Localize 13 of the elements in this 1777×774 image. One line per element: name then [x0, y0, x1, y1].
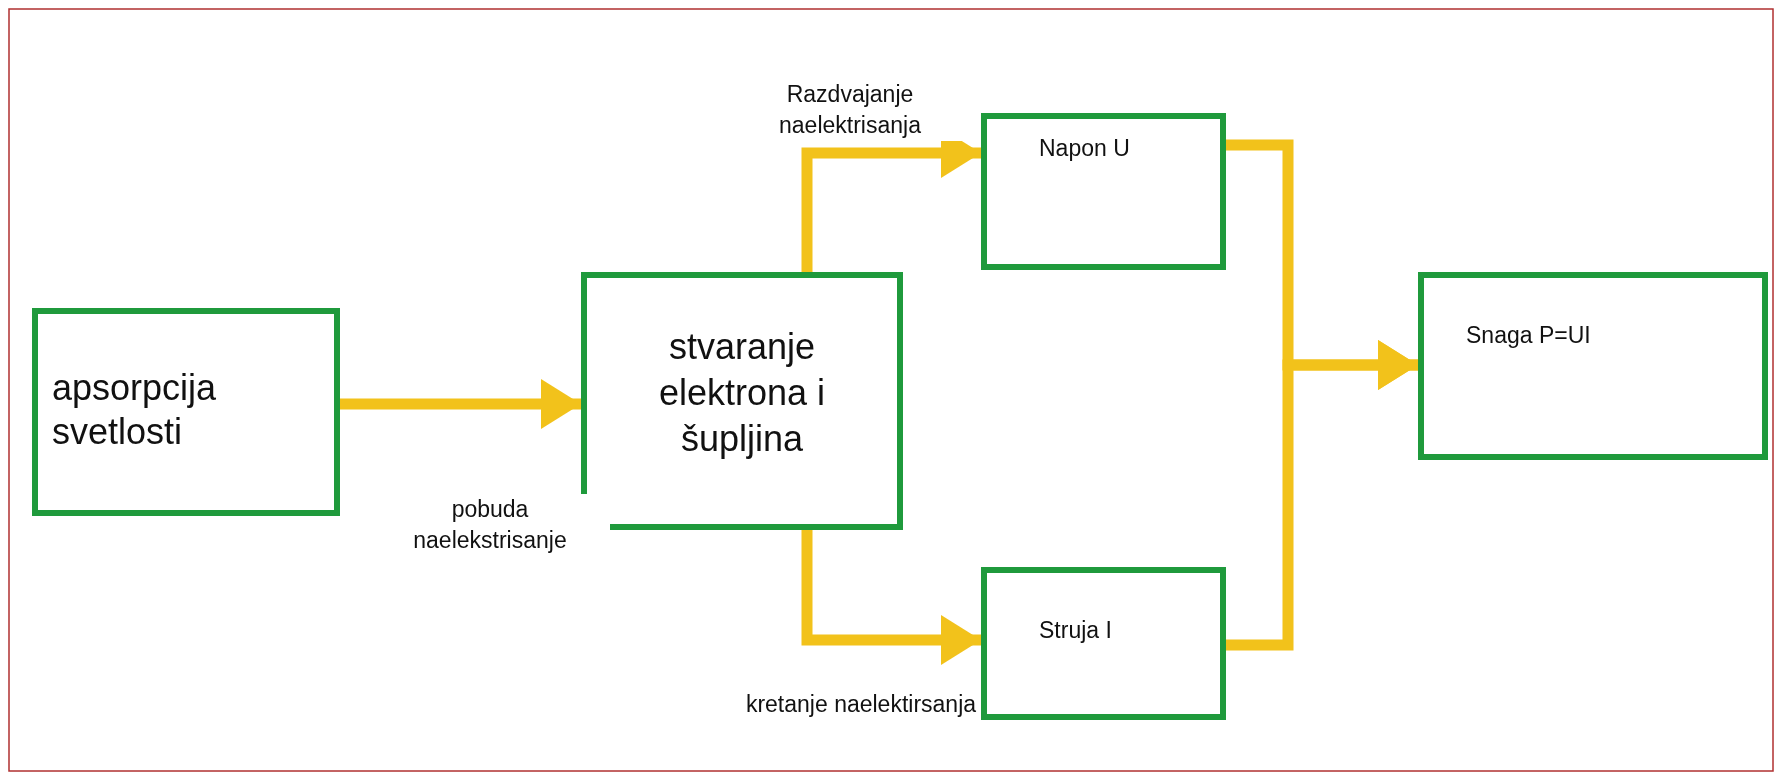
- box-label: apsorpcija svetlosti: [52, 366, 218, 454]
- box-label: Napon U: [1039, 134, 1131, 163]
- process-box: [32, 308, 340, 516]
- box-label: stvaranje elektrona i šupljina: [657, 325, 827, 461]
- arrow: [340, 379, 581, 429]
- process-box: [581, 272, 903, 530]
- process-box: [981, 567, 1226, 720]
- box-label: Struja I: [1039, 616, 1113, 645]
- box-label: Snaga P=UI: [1466, 321, 1592, 350]
- arrow: [801, 530, 981, 665]
- arrow: [1226, 340, 1418, 651]
- process-box: [981, 113, 1226, 270]
- process-box: [1418, 272, 1768, 460]
